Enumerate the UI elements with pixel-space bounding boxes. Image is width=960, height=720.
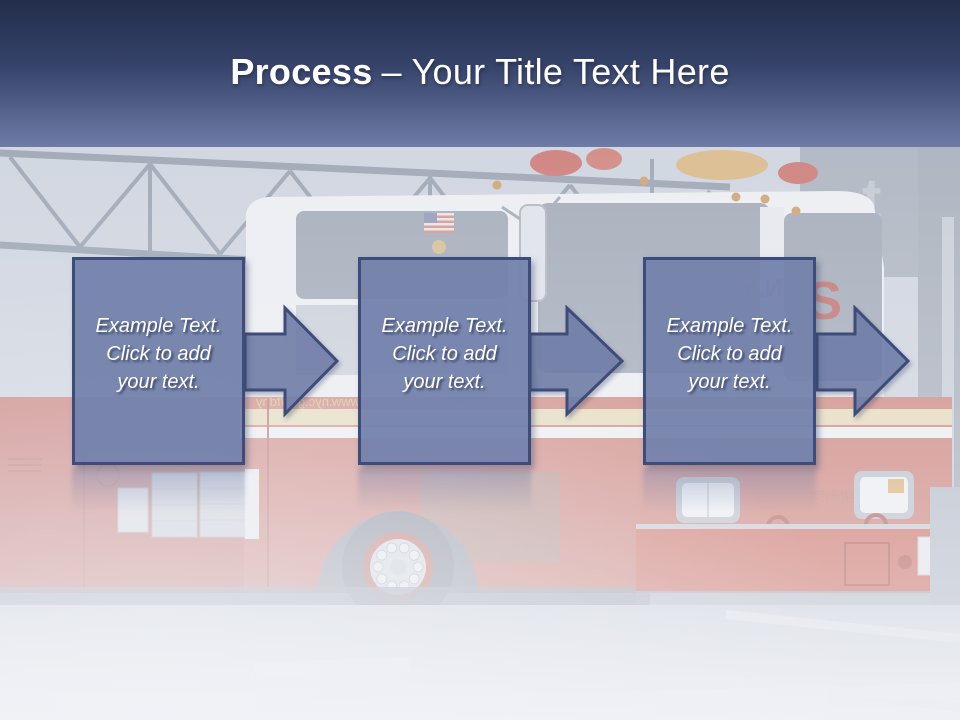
- box-reflection: [643, 469, 816, 511]
- step-text-line: Click to add: [677, 343, 782, 365]
- process-step-3-box[interactable]: Example Text. Click to add your text.: [643, 257, 816, 465]
- slide-title-keyword: Process: [230, 51, 373, 92]
- step-text-line: your text.: [688, 371, 771, 393]
- slide-title: Process– Your Title Text Here: [0, 52, 960, 92]
- step-text-line: Click to add: [392, 343, 497, 365]
- step-text-line: your text.: [117, 371, 200, 393]
- title-band: Process– Your Title Text Here: [0, 0, 960, 147]
- process-step-2-box[interactable]: Example Text. Click to add your text.: [358, 257, 531, 465]
- slide-title-rest: – Your Title Text Here: [381, 51, 730, 92]
- step-text-line: Example Text.: [95, 315, 222, 337]
- step-text-line: Example Text.: [666, 315, 793, 337]
- step-text-line: Click to add: [106, 343, 211, 365]
- step-text-line: your text.: [403, 371, 486, 393]
- box-reflection: [358, 469, 531, 511]
- step-text-line: Example Text.: [381, 315, 508, 337]
- box-reflection: [72, 469, 245, 511]
- process-step-1-box[interactable]: Example Text. Click to add your text.: [72, 257, 245, 465]
